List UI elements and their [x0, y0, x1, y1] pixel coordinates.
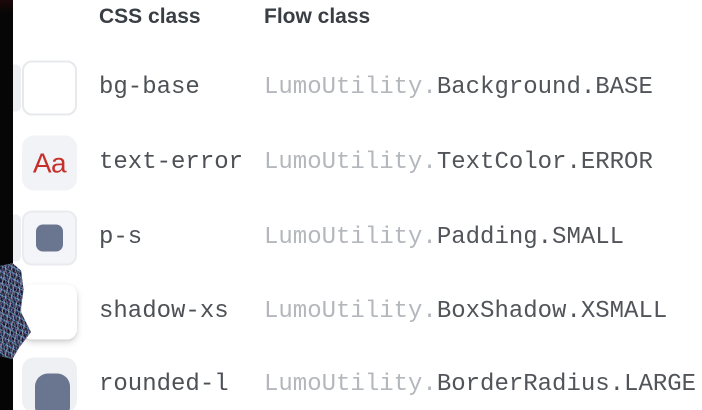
flow-class-prefix: LumoUtility. — [264, 370, 437, 398]
flow-class-value: LumoUtility.BorderRadius.LARGE — [264, 371, 696, 398]
padding-inner-square — [36, 224, 63, 252]
border-radius-inner-square — [35, 373, 70, 410]
flow-class-rest: BorderRadius.LARGE — [436, 370, 697, 398]
box-shadow-xsmall-swatch-icon — [22, 284, 77, 340]
border-radius-large-swatch-icon — [22, 357, 77, 410]
css-class-label: p-s — [99, 223, 143, 251]
text-error-sample-icon: Aa — [22, 135, 77, 191]
flow-class-rest: Background.BASE — [436, 73, 653, 101]
flow-class-rest: TextColor.ERROR — [436, 148, 653, 176]
flow-class-prefix: LumoUtility. — [264, 297, 437, 325]
flow-class-value: LumoUtility.Padding.SMALL — [264, 224, 624, 251]
flow-class-prefix: LumoUtility. — [264, 223, 437, 251]
css-class-label: text-error — [99, 148, 244, 176]
css-class-label: shadow-xs — [99, 297, 229, 325]
css-class-label: rounded-l — [99, 370, 229, 398]
flow-class-value: LumoUtility.BoxShadow.XSMALL — [264, 298, 667, 325]
flow-class-prefix: LumoUtility. — [264, 148, 437, 176]
edge-peek-tab — [13, 64, 21, 112]
css-class-label: bg-base — [99, 73, 200, 101]
edge-peek-tab — [13, 214, 21, 262]
column-header-flow-class: Flow class — [264, 5, 371, 28]
padding-small-swatch-icon — [22, 210, 77, 266]
flow-class-prefix: LumoUtility. — [264, 73, 437, 101]
flow-class-rest: Padding.SMALL — [436, 223, 625, 251]
flow-class-value: LumoUtility.TextColor.ERROR — [264, 149, 653, 176]
flow-class-rest: BoxShadow.XSMALL — [436, 297, 668, 325]
table-row: rounded-l LumoUtility.BorderRadius.LARGE — [0, 356, 702, 410]
table-row: p-s LumoUtility.Padding.SMALL — [0, 209, 702, 267]
background-base-swatch-icon — [22, 60, 77, 116]
table-row: bg-base LumoUtility.Background.BASE — [0, 59, 702, 117]
column-header-css-class: CSS class — [99, 5, 201, 28]
table-row: Aa text-error LumoUtility.TextColor.ERRO… — [0, 134, 702, 192]
flow-class-value: LumoUtility.Background.BASE — [264, 74, 653, 101]
table-row: shadow-xs LumoUtility.BoxShadow.XSMALL — [0, 283, 702, 341]
